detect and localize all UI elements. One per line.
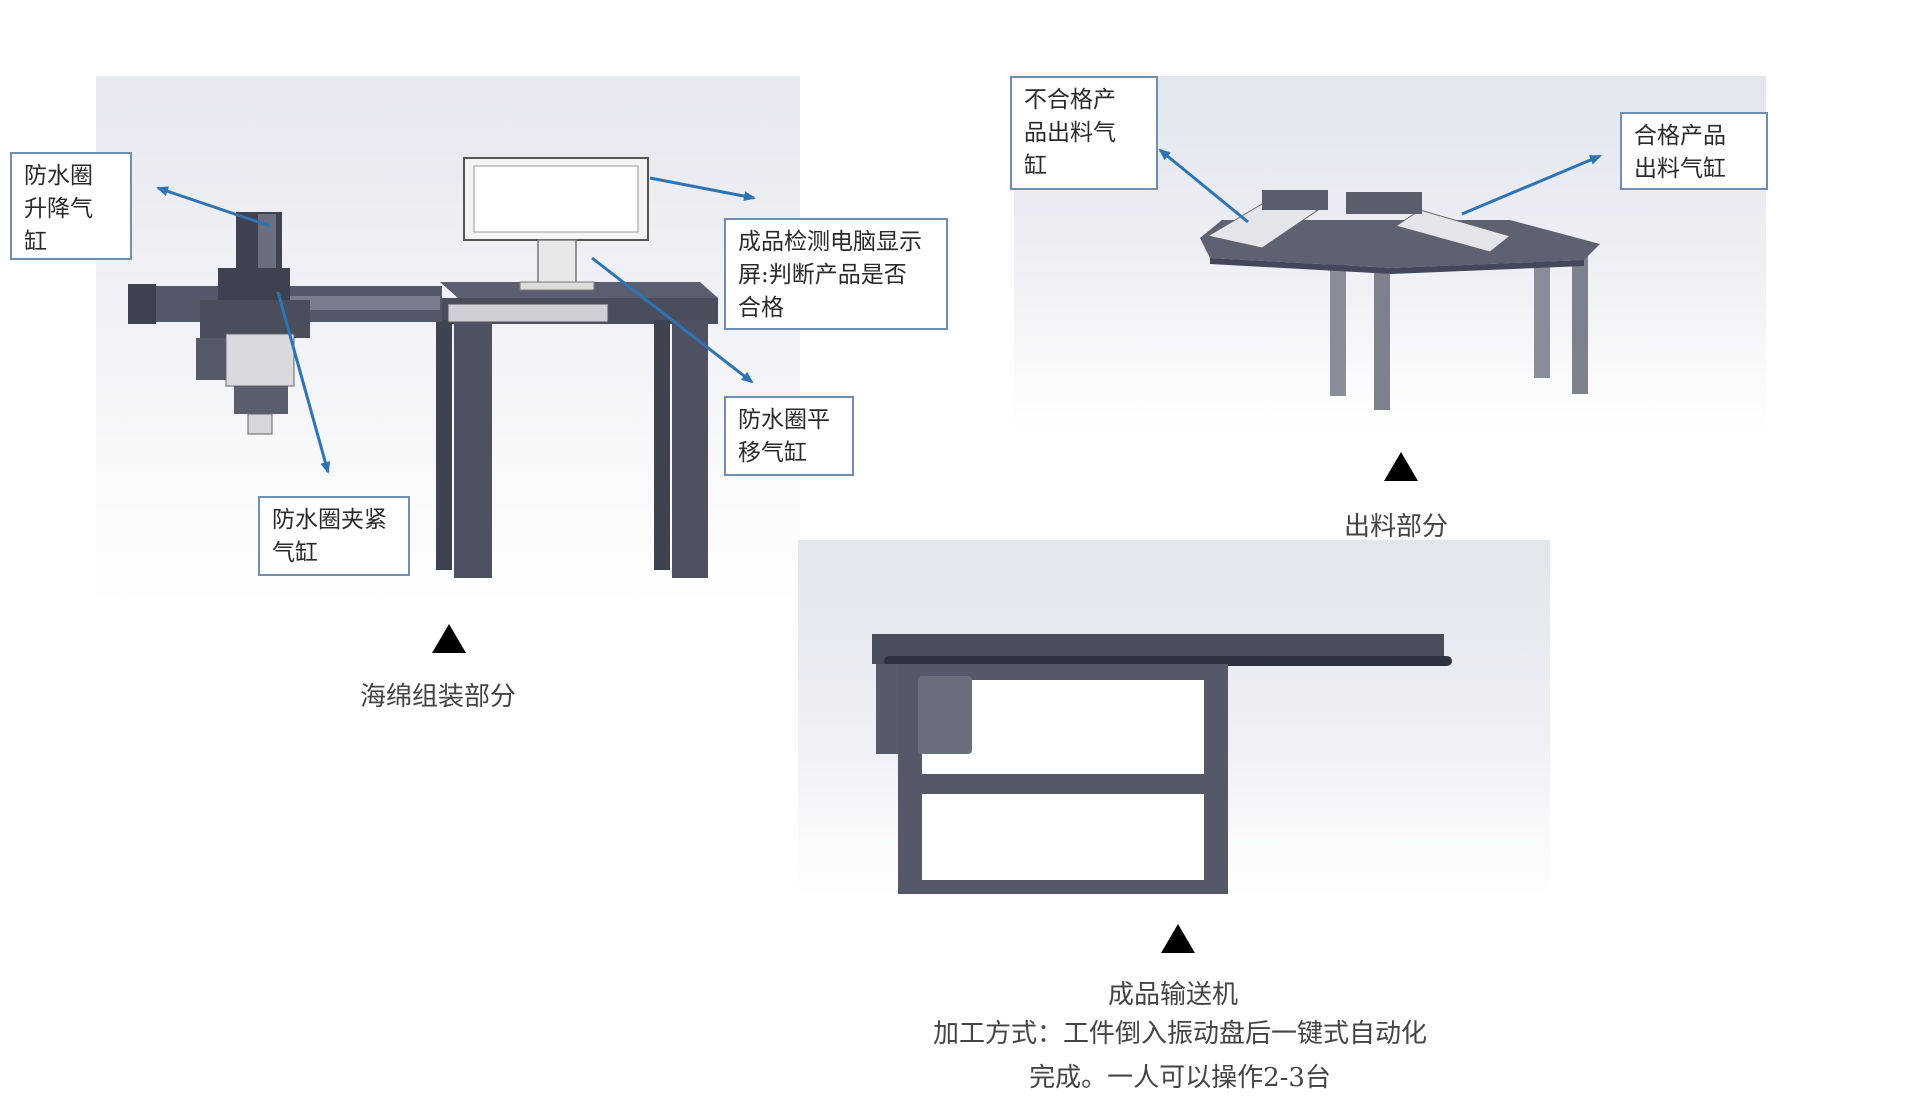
discharge-marker xyxy=(1384,452,1418,481)
processing-note-line-1: 加工方式：工件倒入振动盘后一键式自动化 xyxy=(932,1019,1427,1049)
arrow-lift-cylinder xyxy=(156,186,271,228)
conveyor-caption: 成品输送机 xyxy=(1108,980,1239,1010)
arrow-monitor xyxy=(649,176,756,202)
sponge-assembly-marker xyxy=(432,624,466,653)
discharge-caption: 出料部分 xyxy=(1344,512,1449,542)
arrow-translate-cylinder xyxy=(591,256,754,384)
callout-reject-cylinder: 不合格产 品出料气 缸 xyxy=(1010,76,1158,190)
callout-translate-cylinder: 防水圈平 移气缸 xyxy=(724,396,854,476)
processing-note-line-2: 完成。一人可以操作2-3台 xyxy=(1029,1063,1331,1093)
sponge-assembly-caption: 海绵组装部分 xyxy=(360,682,517,712)
conveyor-machine xyxy=(872,634,1452,894)
callout-arrows xyxy=(156,148,1602,474)
sponge-assembly-machine xyxy=(128,157,718,578)
discharge-unit xyxy=(1200,190,1600,410)
arrow-reject-cylinder xyxy=(1158,148,1249,224)
arrow-pass-cylinder xyxy=(1461,154,1602,216)
callout-pass-cylinder: 合格产品 出料气缸 xyxy=(1620,112,1768,190)
callout-monitor: 成品检测电脑显示 屏:判断产品是否 合格 xyxy=(724,218,948,330)
arrow-clamp-cylinder xyxy=(276,291,331,474)
callout-clamp-cylinder: 防水圈夹紧 气缸 xyxy=(258,496,410,576)
processing-note: 加工方式：工件倒入振动盘后一键式自动化 完成。一人可以操作2-3台 xyxy=(880,1012,1480,1100)
callout-lift-cylinder: 防水圈 升降气 缸 xyxy=(10,152,132,260)
conveyor-marker xyxy=(1161,924,1195,953)
